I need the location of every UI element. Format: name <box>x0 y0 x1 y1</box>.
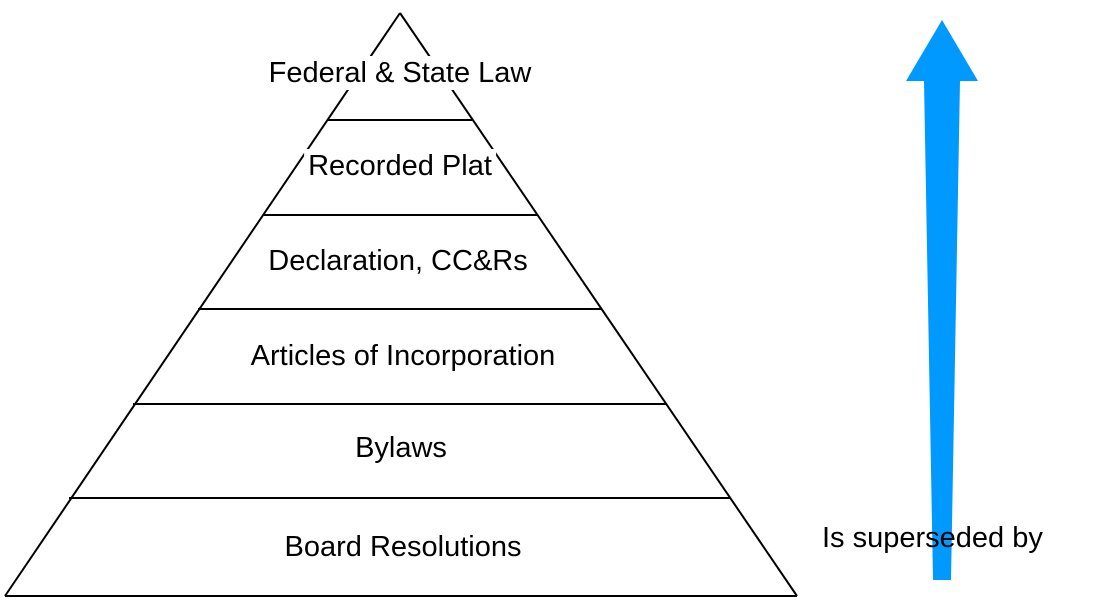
tier-label-recorded-plat: Recorded Plat <box>304 149 496 183</box>
pyramid-left-edge <box>4 12 401 597</box>
tier-label-articles-of-incorporation: Articles of Incorporation <box>250 340 556 372</box>
tier-label-federal-state-law: Federal & State Law <box>264 56 536 90</box>
arrow-label: Is superseded by <box>822 522 1043 554</box>
pyramid-right-edge <box>399 12 798 597</box>
supersede-arrow <box>906 20 978 580</box>
tier-label-declaration-ccrs: Declaration, CC&Rs <box>268 245 528 277</box>
tier-label-board-resolutions: Board Resolutions <box>284 531 522 563</box>
tier-label-bylaws: Bylaws <box>355 432 447 464</box>
